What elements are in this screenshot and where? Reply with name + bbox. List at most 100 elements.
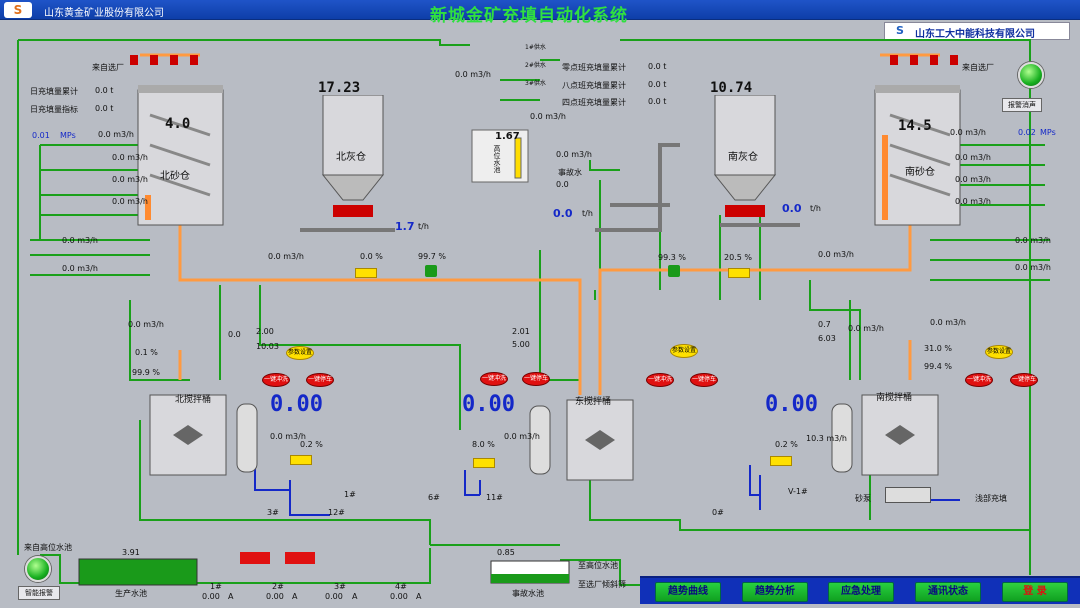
pump-1-name: 1# [210, 582, 222, 591]
south-ash-rate-left: 0.0 [553, 207, 573, 220]
pump-2-amp: 0.00 [266, 592, 284, 601]
smart-alarm-button[interactable]: 智能报警 [18, 586, 60, 600]
comm-status-button[interactable]: 通讯状态 [915, 582, 981, 602]
north-flowmeter-icon [355, 268, 377, 278]
north-pressure-unit: MPs [60, 131, 76, 140]
east-mixer-stop-button[interactable]: 一键停车 [522, 372, 550, 386]
flow-s3: 0.0 m3/h [818, 250, 854, 259]
north-flow-4: 0.0 m3/h [112, 197, 148, 206]
north-mixer-flow2: 0.0 m3/h [270, 432, 306, 441]
pool-level: 3.91 [122, 548, 140, 557]
north-filter-tank [236, 403, 258, 473]
south-stop-button[interactable]: 一键停车 [1010, 373, 1038, 387]
south-flush-button[interactable]: 一键冲洗 [965, 373, 993, 387]
water-flow-b: 0.0 m3/h [530, 112, 566, 121]
production-pool [78, 558, 198, 586]
pump-3-name: 3# [334, 582, 346, 591]
emergency-button[interactable]: 应急处理 [828, 582, 894, 602]
north-mixer-tank [149, 394, 227, 476]
pump-1-unit: A [228, 592, 234, 601]
north-ash-level: 17.23 [318, 80, 361, 96]
pump-2-name: 2# [272, 582, 284, 591]
south-ash-name: 南灰仓 [728, 152, 758, 163]
flow-n3: 99.7 % [418, 252, 446, 261]
water-tower-level: 1.67 [495, 131, 520, 142]
north-stop-button[interactable]: 一键停车 [306, 373, 334, 387]
south-flow-4: 0.0 m3/h [955, 197, 991, 206]
north-source-label: 来自选厂 [92, 63, 124, 72]
south-mixer-tank [861, 394, 939, 476]
to-plant: 至选厂倾斜筛 [578, 580, 626, 589]
south-param-button[interactable]: 参数设置 [985, 345, 1013, 359]
south-sand-name: 南砂仓 [905, 167, 935, 178]
east-line-6: 6# [428, 493, 440, 502]
pump-1-amp: 0.00 [202, 592, 220, 601]
south-ash-rate-left-unit: t/h [582, 209, 593, 218]
north-flow-1: 0.0 m3/h [98, 130, 134, 139]
north-sand-silo [130, 55, 224, 226]
shallow-fill-label: 浅部充填 [975, 494, 1007, 503]
north-ash-rate: 1.7 [395, 220, 415, 233]
daily-target-label: 日充填量指标 [30, 105, 78, 114]
east-mixer-level: 0.00 [462, 392, 515, 417]
vendor-name: 山东工大中能科技有限公司 [915, 29, 1035, 40]
south-line-0: 0# [712, 508, 724, 517]
event-water-label: 事故水 [558, 168, 582, 177]
north-line-12: 12# [328, 508, 345, 517]
east-filter-tank [529, 405, 551, 475]
water-supply-1: 1#供水 [525, 44, 546, 51]
south-mixer-v1: 0.7 [818, 320, 831, 329]
trend-analysis-button[interactable]: 趋势分析 [742, 582, 808, 602]
shift-4-label: 四点班充填量累计 [562, 98, 626, 107]
east-mixer-flush-button[interactable]: 一键冲洗 [480, 372, 508, 386]
south-mixer-flow2: 0.0 m3/h [930, 318, 966, 327]
water-flow-c: 0.0 m3/h [556, 150, 592, 159]
north-mixer-name: 北搅拌桶 [175, 395, 212, 405]
east-mixer-pct: 8.0 % [472, 440, 495, 449]
trend-curve-button[interactable]: 趋势曲线 [655, 582, 721, 602]
login-button[interactable]: 登 录 [1002, 582, 1068, 602]
daily-total-value: 0.0 t [95, 86, 114, 95]
event-pool [490, 560, 570, 584]
north-mixer-v2: 2.00 [256, 327, 274, 336]
pump-4-name: 4# [395, 582, 407, 591]
south-ash-rate-unit: t/h [810, 204, 821, 213]
north-mixer-v1: 0.0 [228, 330, 241, 339]
shift-8-label: 八点班充填量累计 [562, 81, 626, 90]
north-mixer-pct3: 0.2 % [300, 440, 323, 449]
north-ash-silo [321, 95, 385, 217]
south-flow-3: 0.0 m3/h [955, 175, 991, 184]
alarm-reset-button[interactable]: 报警消声 [1002, 98, 1042, 112]
north-flow-5: 0.0 m3/h [62, 236, 98, 245]
pump-2-unit: A [292, 592, 298, 601]
east-stop-button[interactable]: 一键停车 [690, 373, 718, 387]
sand-pump-icon [885, 487, 931, 503]
south-pressure-unit: MPs [1040, 128, 1056, 137]
north-flush-button[interactable]: 一键冲洗 [262, 373, 290, 387]
south-flow-1: 0.0 m3/h [950, 128, 986, 137]
shift-4-value: 0.0 t [648, 97, 667, 106]
east-flush-button[interactable]: 一键冲洗 [646, 373, 674, 387]
event-water-val: 0.0 [556, 180, 569, 189]
prod-pool-label: 生产水池 [115, 589, 147, 598]
south-pressure: 0.02 [1018, 128, 1036, 137]
south-flow-6: 0.0 m3/h [1015, 263, 1051, 272]
shift-8-value: 0.0 t [648, 80, 667, 89]
south-ash-level: 10.74 [710, 80, 753, 96]
daily-total-label: 日充填量累计 [30, 87, 78, 96]
company-name: 山东黄金矿业股份有限公司 [44, 8, 164, 19]
water-flow-a: 0.0 m3/h [455, 70, 491, 79]
east-param-button[interactable]: 参数设置 [670, 344, 698, 358]
east-mixer-tank [566, 399, 634, 481]
north-flow-3: 0.0 m3/h [112, 175, 148, 184]
bottom-nav-bar: 趋势曲线 趋势分析 应急处理 通讯状态 登 录 [640, 576, 1080, 604]
north-param-button[interactable]: 参数设置 [286, 346, 314, 360]
pump-3-amp: 0.00 [325, 592, 343, 601]
alarm-light-top [1018, 62, 1044, 88]
east-mixer-flow: 0.0 m3/h [504, 432, 540, 441]
south-flow-2: 0.0 m3/h [955, 153, 991, 162]
north-mixer-pct2: 99.9 % [132, 368, 160, 377]
company-logo-icon: S [4, 2, 32, 18]
flow-n2: 0.0 % [360, 252, 383, 261]
north-line-1: 1# [344, 490, 356, 499]
